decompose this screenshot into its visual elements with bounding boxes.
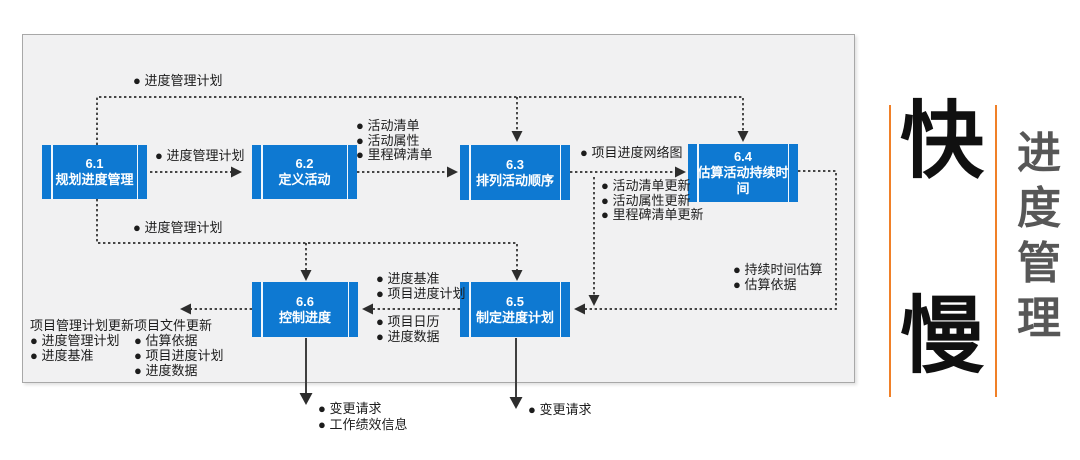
process-number: 6.5 — [505, 293, 525, 309]
label-heading: 项目管理计划更新 — [30, 318, 135, 333]
label-65-to-66-upper: ● 进度基准 ● 项目进度计划 — [376, 271, 466, 301]
label-line: ● 进度基准 — [30, 348, 94, 363]
label-line: ● 项目日历 — [376, 314, 440, 329]
vertical-title-schedule-management: 进 度 管 理 — [1013, 126, 1065, 346]
label-line: ● 变更请求 — [318, 401, 382, 416]
process-number: 6.1 — [85, 156, 104, 171]
label-63-update-outputs: ● 活动清单更新 ● 活动属性更新 ● 里程碑清单更新 — [601, 178, 704, 223]
slow-character: 慢 — [899, 289, 984, 383]
label-line: ● 估算依据 — [134, 333, 198, 348]
vertical-title-char: 理 — [1017, 294, 1061, 343]
process-number: 6.4 — [733, 149, 753, 164]
label-65-to-66-lower: ● 项目日历 ● 进度数据 — [376, 314, 440, 344]
process-box-6-5: 6.5 制定进度计划 — [460, 282, 570, 337]
arrowhead-65-down — [509, 397, 523, 409]
arrowhead-66-down — [299, 393, 313, 405]
process-box-6-2: 6.2 定义活动 — [252, 145, 357, 199]
vertical-title-char: 度 — [1017, 184, 1061, 233]
process-name: 规划进度管理 — [55, 172, 134, 187]
label-61-to-62: ● 进度管理计划 — [155, 148, 245, 163]
label-plan-mid-feed: ● 进度管理计划 — [133, 220, 223, 235]
process-box-6-6: 6.6 控制进度 — [252, 282, 358, 337]
label-line: ● 项目进度计划 — [134, 348, 224, 363]
process-name: 控制进度 — [278, 309, 331, 325]
label-plan-top-feed: ● 进度管理计划 — [133, 73, 223, 88]
label-line: ● 持续时间估算 — [733, 262, 823, 277]
label-63-to-64: ● 项目进度网络图 — [580, 145, 683, 160]
label-line: ● 活动属性更新 — [601, 192, 691, 208]
process-box-6-1: 6.1 规划进度管理 — [42, 145, 147, 199]
process-name: 定义活动 — [278, 172, 331, 187]
vertical-title-char: 管 — [1017, 239, 1061, 288]
label-62-outputs: ● 活动清单 ● 活动属性 ● 里程碑清单 — [356, 118, 433, 163]
label-line: ● 活动清单更新 — [601, 178, 691, 193]
process-number: 6.3 — [505, 156, 525, 172]
label-line: ● 估算依据 — [733, 276, 797, 292]
label-line: ● 项目进度计划 — [376, 285, 466, 301]
label-66-document-updates: 项目文件更新 ● 估算依据 ● 项目进度计划 ● 进度数据 — [134, 318, 223, 378]
label-line: ● 活动属性 — [356, 132, 420, 148]
label-heading: 项目文件更新 — [134, 318, 213, 333]
process-name: 制定进度计划 — [475, 309, 554, 325]
process-box-6-3: 6.3 排列活动顺序 — [460, 145, 570, 200]
process-number: 6.2 — [295, 156, 314, 171]
process-box-6-4: 6.4 估算活动持续时间 — [688, 144, 798, 202]
process-name: 估算活动持续时间 — [697, 165, 789, 196]
label-line: ● 活动清单 — [356, 118, 420, 133]
process-name: 排列活动顺序 — [475, 172, 554, 188]
label-line: ● 进度数据 — [134, 363, 198, 378]
label-line: ● 进度管理计划 — [30, 333, 120, 348]
label-65-bottom-outputs: ● 变更请求 — [528, 402, 592, 418]
label-64-outputs: ● 持续时间估算 ● 估算依据 — [733, 262, 823, 292]
fast-character: 快 — [899, 94, 984, 188]
vertical-title-char: 进 — [1017, 129, 1061, 178]
label-line: ● 里程碑清单更新 — [601, 207, 704, 222]
label-66-plan-updates: 项目管理计划更新 ● 进度管理计划 ● 进度基准 — [30, 318, 134, 363]
label-line: ● 里程碑清单 — [356, 147, 433, 162]
orange-divider-left — [889, 105, 891, 397]
orange-divider-right — [995, 105, 997, 397]
label-line: ● 工作绩效信息 — [318, 416, 408, 432]
label-line: ● 进度基准 — [376, 271, 440, 286]
process-number: 6.6 — [295, 293, 315, 309]
label-line: ● 进度数据 — [376, 328, 440, 344]
label-66-bottom-outputs: ● 变更请求 ● 工作绩效信息 — [318, 401, 407, 432]
label-line: ● 变更请求 — [528, 402, 592, 417]
